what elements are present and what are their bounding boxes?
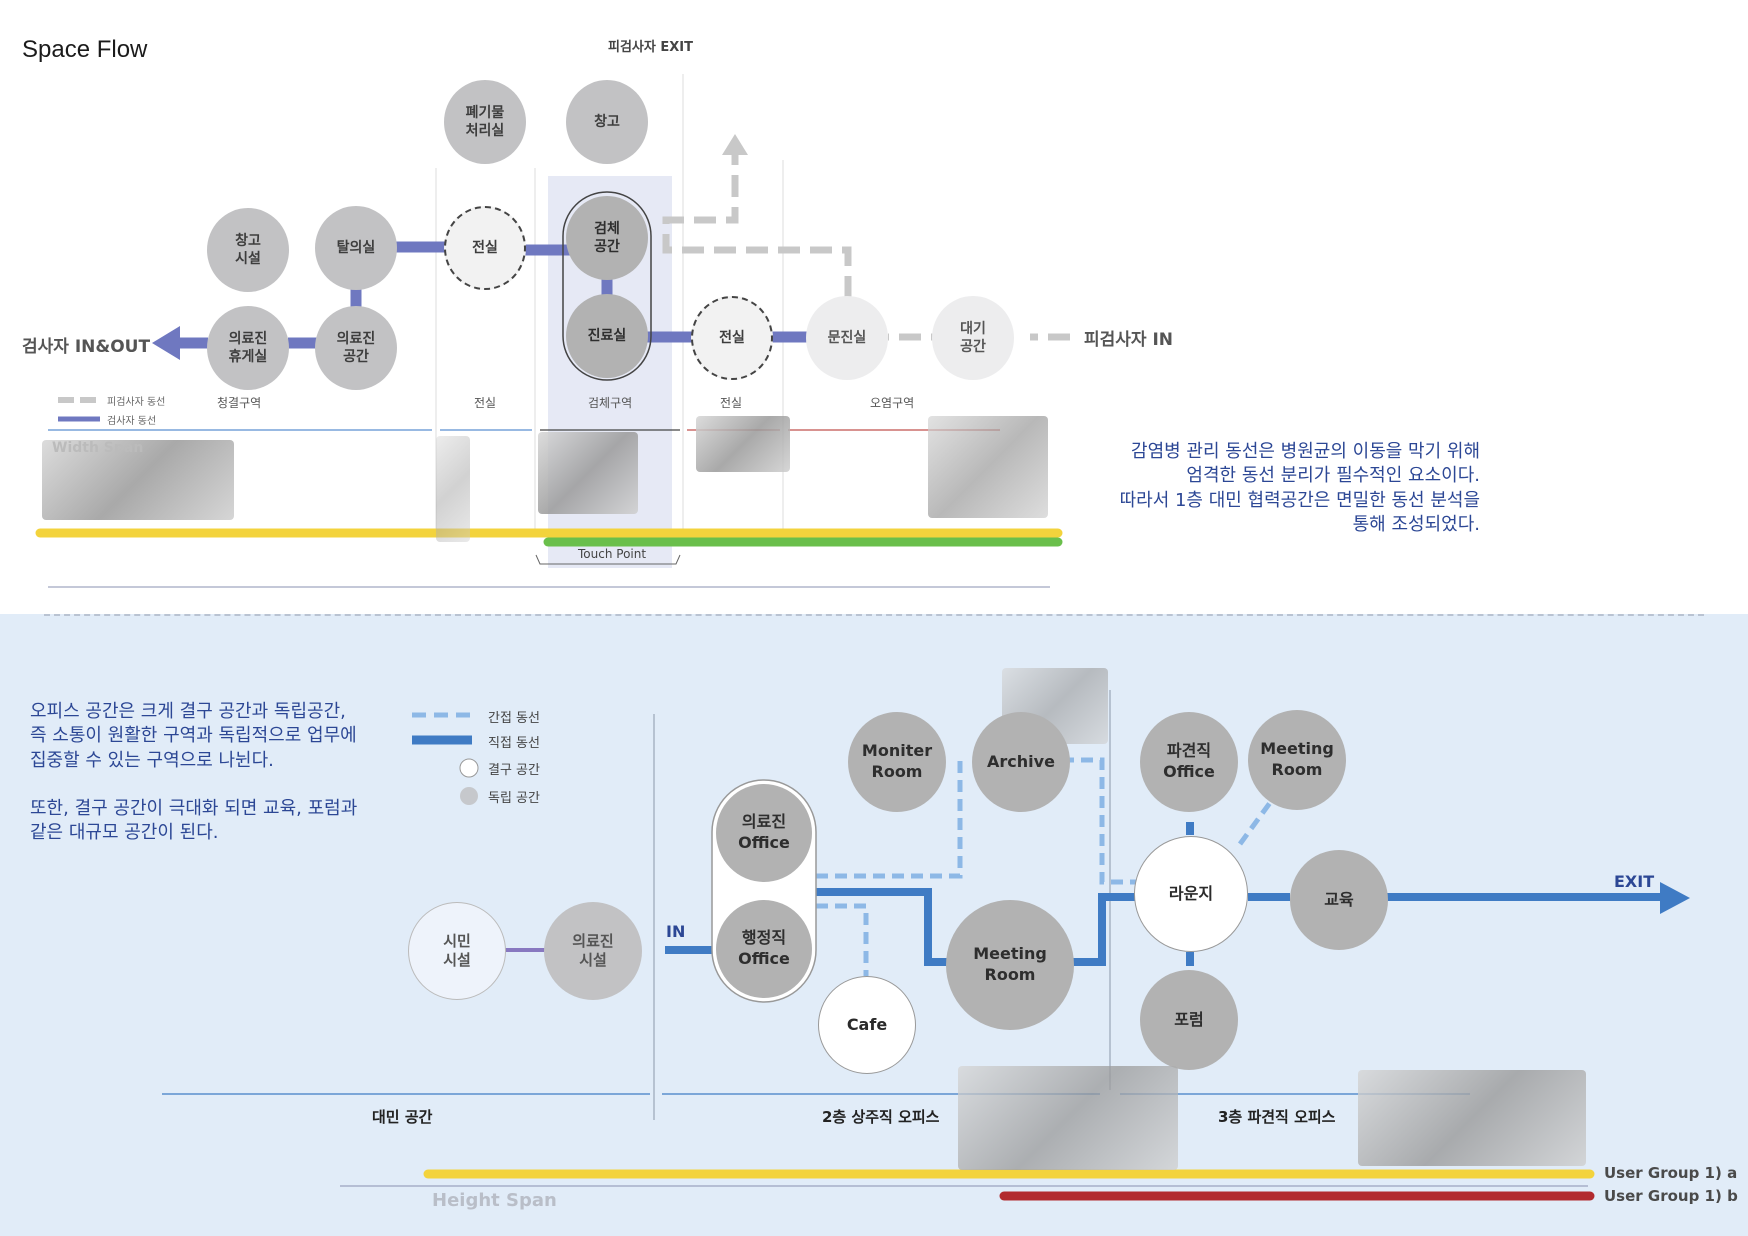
patient-exit-label: 피검사자 EXIT bbox=[608, 40, 693, 55]
node-forum: 포럼 bbox=[1140, 970, 1238, 1070]
section-divider bbox=[44, 614, 1704, 616]
node-admin-office: 행정직 Office bbox=[716, 900, 812, 998]
staff-inout-label: 검사자 IN&OUT bbox=[22, 337, 151, 357]
node-cafe: Cafe bbox=[818, 976, 916, 1074]
photo-waiting-crowd bbox=[928, 416, 1048, 518]
indirect-flow-path bbox=[816, 757, 1275, 976]
infection-description: 감염병 관리 동선은 병원균의 이동을 막기 위해 엄격한 동선 분리가 필수적… bbox=[1119, 441, 1480, 535]
photo-specimen-collection bbox=[538, 432, 638, 514]
exit-label: EXIT bbox=[1614, 872, 1655, 891]
user-group-b-label: User Group 1) b bbox=[1604, 1187, 1738, 1205]
legend-open-label: 결구 공간 bbox=[488, 763, 540, 778]
node-storage-facility: 창고 시설 bbox=[207, 208, 289, 292]
node-staff-space: 의료진 공간 bbox=[315, 306, 397, 390]
zone-label-contaminated: 오염구역 bbox=[870, 396, 915, 410]
exit-arrow-icon bbox=[722, 134, 748, 155]
node-specimen-space: 검체 공간 bbox=[566, 196, 648, 280]
zone-label-anteroom-2: 전실 bbox=[720, 396, 743, 410]
node-waiting-space: 대기 공간 bbox=[932, 296, 1014, 380]
width-span-label: Width Span bbox=[52, 440, 144, 456]
node-citizen-facility: 시민 시설 bbox=[408, 902, 506, 1000]
node-archive: Archive bbox=[972, 712, 1070, 812]
photo-staff-ppe bbox=[42, 440, 234, 520]
patient-in-label: 피검사자 IN bbox=[1084, 330, 1174, 350]
specimen-capsule bbox=[562, 191, 652, 381]
zone-label-specimen: 검체구역 bbox=[588, 396, 633, 410]
inout-arrow-icon bbox=[152, 326, 180, 360]
height-span-label: Height Span bbox=[432, 1190, 557, 1211]
user-group-a-label: User Group 1) a bbox=[1604, 1164, 1738, 1182]
photo-forum-audience bbox=[1358, 1070, 1586, 1166]
zone-label-clean: 청결구역 bbox=[217, 396, 262, 410]
node-education: 교육 bbox=[1290, 850, 1388, 950]
legend-closed-icon bbox=[460, 787, 478, 805]
zone-label-public: 대민 공간 bbox=[372, 1108, 433, 1126]
node-exam-room: 진료실 bbox=[566, 294, 648, 378]
node-dispatch-office: 파견직 Office bbox=[1140, 712, 1238, 812]
node-staff-facility: 의료진 시설 bbox=[544, 902, 642, 1000]
node-staff-rest: 의료진 휴게실 bbox=[207, 306, 289, 390]
zone-label-anteroom-1: 전실 bbox=[474, 396, 497, 410]
legend-staff-flow-label: 검사자 동선 bbox=[107, 416, 157, 427]
node-storage: 창고 bbox=[566, 80, 648, 164]
node-monitor-room: Moniter Room bbox=[848, 712, 946, 812]
photo-ppe-group bbox=[696, 416, 790, 472]
direct-flow-path bbox=[665, 822, 1662, 966]
legend-patient-flow-label: 피검사자 동선 bbox=[107, 397, 166, 408]
node-waste-room: 폐기물 처리실 bbox=[444, 80, 526, 164]
node-anteroom-2: 전실 bbox=[691, 296, 773, 380]
node-interview-room: 문진실 bbox=[806, 296, 888, 380]
node-medical-office: 의료진 Office bbox=[716, 784, 812, 882]
zone-label-floor2: 2층 상주직 오피스 bbox=[822, 1108, 940, 1126]
legend-indirect-label: 간접 동선 bbox=[488, 711, 540, 726]
node-meeting-room-1: Meeting Room bbox=[946, 900, 1074, 1030]
touch-point-bracket bbox=[535, 554, 681, 565]
node-meeting-room-2: Meeting Room bbox=[1248, 710, 1346, 810]
node-lounge: 라운지 bbox=[1134, 836, 1248, 952]
legend-open-icon bbox=[459, 758, 479, 778]
node-anteroom-1: 전실 bbox=[444, 206, 526, 290]
legend-closed-label: 독립 공간 bbox=[488, 791, 540, 806]
photo-office-meeting bbox=[958, 1066, 1178, 1170]
office-description: 오피스 공간은 크게 결구 공간과 독립공간, 즉 소통이 원활한 구역과 독립… bbox=[30, 701, 358, 844]
touch-point-label: Touch Point bbox=[578, 547, 647, 561]
page-title: Space Flow bbox=[22, 36, 148, 63]
photo-anteroom-worker bbox=[436, 436, 470, 542]
in-label: IN bbox=[666, 922, 686, 941]
node-undressing-room: 탈의실 bbox=[315, 206, 397, 290]
legend-direct-label: 직접 동선 bbox=[488, 736, 540, 751]
zone-label-floor3: 3층 파견직 오피스 bbox=[1218, 1108, 1336, 1126]
exit-arrow-icon bbox=[1660, 882, 1690, 914]
